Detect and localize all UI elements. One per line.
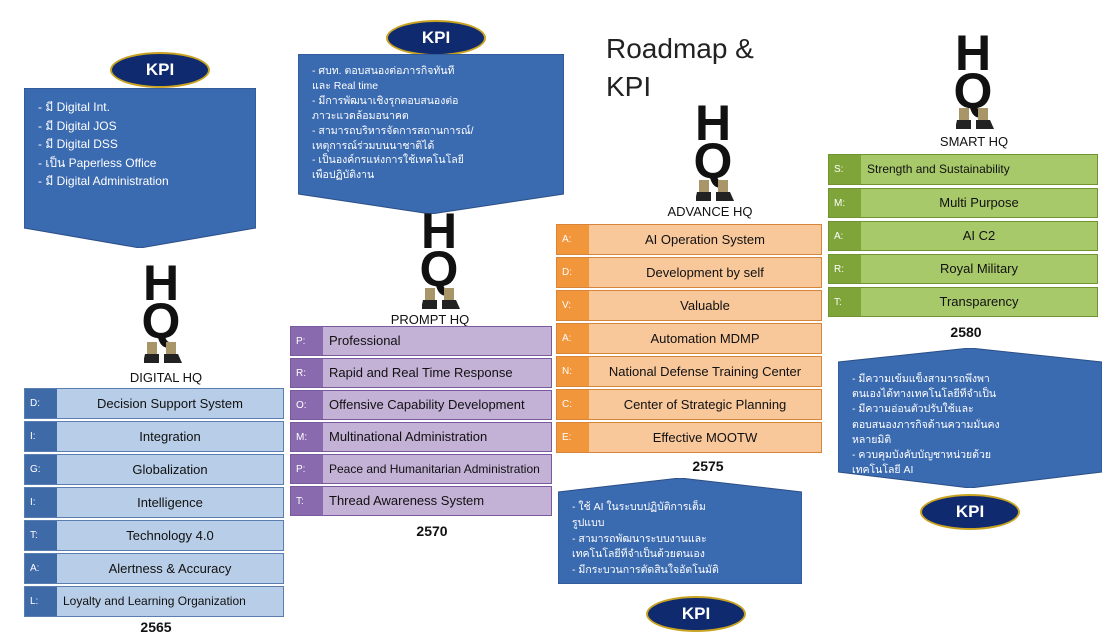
kpi-item: - สามารถพัฒนาระบบงานและ: [572, 532, 707, 545]
table-row: E:Effective MOOTW: [556, 422, 822, 453]
smart-kpi-callout: [838, 348, 1102, 488]
boots-icon: [422, 288, 460, 309]
kpi-item: - มี Digital DSS: [38, 137, 118, 152]
table-row: T:Technology 4.0: [24, 520, 284, 551]
kpi-item: - มีความอ่อนตัวปรับใช้และ: [852, 403, 974, 416]
digital-kpi-callout: [24, 88, 256, 248]
page-title: Roadmap & KPI: [606, 33, 754, 102]
table-row: P:Professional: [290, 326, 552, 356]
kpi-item: และ Real time: [312, 79, 379, 92]
kpi-item: - ควบคุมบังคับบัญชาหน่วยด้วย: [852, 449, 992, 462]
advance-kpi-callout: [558, 478, 802, 584]
table-row: S:Strength and Sustainability: [828, 154, 1098, 185]
smart-hq-label: SMART HQ: [939, 134, 1009, 149]
advance-hq-logo: H Q: [678, 98, 748, 208]
prompt-kpi-callout: [298, 54, 564, 214]
table-row: M:Multinational Administration: [290, 422, 552, 452]
table-row: N:National Defense Training Center: [556, 356, 822, 387]
digital-table: D:Decision Support System I:Integration …: [24, 388, 284, 618]
kpi-item: รูปแบบ: [572, 516, 605, 529]
smart-hq-logo: H Q: [938, 28, 1008, 138]
table-row: A:AI Operation System: [556, 224, 822, 255]
kpi-item: - เป็นองค์กรแห่งการใช้เทคโนโลยี: [312, 154, 464, 167]
table-row: L:Loyalty and Learning Organization: [24, 586, 284, 617]
kpi-item: - มี Digital Int.: [38, 100, 110, 114]
digital-year: 2565: [140, 619, 172, 635]
table-row: G:Globalization: [24, 454, 284, 485]
digital-hq-label: DIGITAL HQ: [129, 370, 203, 385]
table-row: A:AI C2: [828, 221, 1098, 251]
advance-year: 2575: [692, 458, 724, 474]
boots-icon: [696, 180, 734, 201]
table-row: R:Royal Military: [828, 254, 1098, 284]
table-row: T:Transparency: [828, 287, 1098, 317]
prompt-kpi-badge: KPI: [386, 20, 486, 56]
kpi-item: - เป็น Paperless Office: [38, 155, 157, 170]
kpi-item: - สามารถบริหารจัดการสถานการณ์/: [312, 124, 474, 137]
kpi-item: ตนเองได้ทางเทคโนโลยีที่จำเป็น: [852, 388, 997, 401]
kpi-item: เทคโนโลยี AI: [852, 464, 914, 477]
digital-kpi-list: - มี Digital Int. - มี Digital JOS - มี …: [28, 92, 252, 212]
table-row: A:Alertness & Accuracy: [24, 553, 284, 584]
prompt-table: P:Professional R:Rapid and Real Time Res…: [290, 326, 552, 520]
table-row: P:Peace and Humanitarian Administration: [290, 454, 552, 484]
smart-year: 2580: [950, 324, 982, 340]
advance-kpi-badge: KPI: [646, 596, 746, 632]
kpi-item: ตอบสนองภารกิจด้านความมั่นคง: [852, 418, 1000, 431]
smart-kpi-badge: KPI: [920, 494, 1020, 530]
smart-kpi-list: - มีความเข้มแข็งสามารถพึ่งพา ตนเองได้ทาง…: [842, 366, 1098, 476]
boots-icon: [144, 342, 182, 363]
smart-table: S:Strength and Sustainability M:Multi Pu…: [828, 154, 1098, 320]
table-row: V:Valuable: [556, 290, 822, 321]
kpi-item: เพื่อปฏิบัติงาน: [312, 169, 375, 182]
digital-hq-logo: H Q: [126, 258, 196, 368]
kpi-item: เหตุการณ์ร่วมบนนาชาติได้: [312, 139, 435, 152]
advance-hq-label: ADVANCE HQ: [667, 204, 753, 219]
prompt-kpi-list: - ศบท. ตอบสนองต่อภารกิจทันที และ Real ti…: [302, 58, 560, 198]
kpi-item: ภาวะแวดล้อมอนาคต: [312, 109, 409, 122]
kpi-item: - ใช้ AI ในระบบปฏิบัติการเต็ม: [572, 501, 706, 513]
prompt-hq-label: PROMPT HQ: [390, 312, 470, 327]
table-row: O:Offensive Capability Development: [290, 390, 552, 420]
table-row: A:Automation MDMP: [556, 323, 822, 354]
prompt-year: 2570: [416, 523, 448, 539]
advance-kpi-list: - ใช้ AI ในระบบปฏิบัติการเต็ม รูปแบบ - ส…: [562, 494, 798, 582]
kpi-item: - มีการพัฒนาเชิงรุกตอบสนองต่อ: [312, 94, 459, 107]
table-row: D:Decision Support System: [24, 388, 284, 419]
kpi-item: - มี Digital Administration: [38, 174, 169, 189]
digital-kpi-badge: KPI: [110, 52, 210, 88]
table-row: M:Multi Purpose: [828, 188, 1098, 218]
table-row: R:Rapid and Real Time Response: [290, 358, 552, 388]
table-row: I:Integration: [24, 421, 284, 452]
table-row: I:Intelligence: [24, 487, 284, 518]
table-row: C:Center of Strategic Planning: [556, 389, 822, 420]
table-row: T:Thread Awareness System: [290, 486, 552, 516]
kpi-item: - มี Digital JOS: [38, 118, 117, 133]
table-row: D:Development by self: [556, 257, 822, 288]
kpi-item: - มีความเข้มแข็งสามารถพึ่งพา: [852, 373, 990, 385]
kpi-item: หลายมิติ: [852, 433, 892, 446]
kpi-item: - มีกระบวนการตัดสินใจอัตโนมัติ: [572, 564, 719, 576]
kpi-item: เทคโนโลยีที่จำเป็นด้วยตนเอง: [572, 548, 705, 561]
prompt-hq-logo: H Q: [404, 206, 474, 316]
kpi-item: - ศบท. ตอบสนองต่อภารกิจทันที: [312, 65, 455, 77]
advance-table: A:AI Operation System D:Development by s…: [556, 224, 822, 456]
boots-icon: [956, 108, 994, 129]
